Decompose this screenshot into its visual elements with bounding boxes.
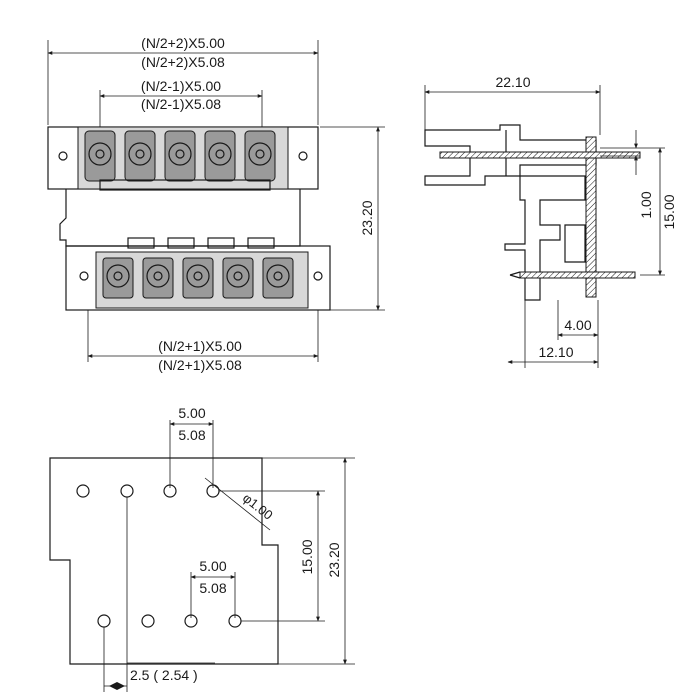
dim-offset-label: 2.5 ( 2.54 )	[130, 667, 198, 683]
dim-depth-label: 12.10	[538, 344, 573, 360]
dim-top-label-1: (N/2+2)X5.00	[141, 35, 225, 51]
pcb-layout-view: 5.00 5.08 φ1.00 15.00 23.20 5.00 5.08	[49, 405, 355, 692]
dim-pin-offset-label: 4.00	[564, 317, 591, 333]
dim-pcb-height-label: 23.20	[326, 542, 342, 577]
mount-hole-icon	[313, 271, 323, 281]
mount-hole-icon	[298, 151, 308, 161]
front-view: (N/2+2)X5.00 (N/2+2)X5.08 (N/2-1)X5.00 (…	[47, 35, 385, 373]
dim-bottom-label-2: (N/2+1)X5.08	[158, 357, 242, 373]
pin-tip	[509, 274, 521, 279]
mount-hole-icon	[58, 151, 68, 161]
dim-height-label: 23.20	[359, 200, 375, 235]
offset-arrow-icon	[109, 682, 125, 690]
pcb-holes-top	[76, 484, 220, 498]
dim-hole-label: φ1.00	[240, 490, 276, 523]
dim-side-width-label: 22.10	[495, 74, 530, 90]
dim-mid-pitch-label-1: 5.00	[199, 558, 226, 574]
header-body-lower	[65, 245, 331, 311]
dim-mid-label-2: (N/2-1)X5.08	[141, 96, 221, 112]
pin-tip	[509, 271, 521, 276]
dim-top-pitch-label-2: 5.08	[178, 427, 205, 443]
upper-latch-strip	[99, 179, 271, 191]
dim-mid-label-1: (N/2-1)X5.00	[141, 78, 221, 94]
dim-side-height-label: 15.00	[661, 194, 677, 229]
dim-top-label-2: (N/2+2)X5.08	[141, 54, 225, 70]
pin-upper	[439, 151, 641, 159]
dim-mid-pitch-label-2: 5.08	[199, 580, 226, 596]
mount-hole-icon	[79, 271, 89, 281]
latch-profile	[564, 224, 586, 263]
pin-lower	[519, 271, 636, 279]
pcb-section	[585, 136, 597, 298]
dim-pitch-label: 1.00	[638, 191, 654, 218]
header-tabs	[127, 237, 275, 249]
pcb-holes-bottom	[97, 614, 242, 628]
dim-bottom-label-1: (N/2+1)X5.00	[158, 338, 242, 354]
housing-profile	[504, 175, 586, 301]
lower-pins	[102, 257, 294, 299]
dim-top-pitch-label-1: 5.00	[178, 405, 205, 421]
dim-row-spacing-label: 15.00	[299, 539, 315, 574]
upper-terminals	[84, 130, 276, 182]
side-view: 22.10 1.00 15.00 4.00 12.10	[424, 74, 677, 368]
hole-leader-line	[204, 477, 271, 531]
